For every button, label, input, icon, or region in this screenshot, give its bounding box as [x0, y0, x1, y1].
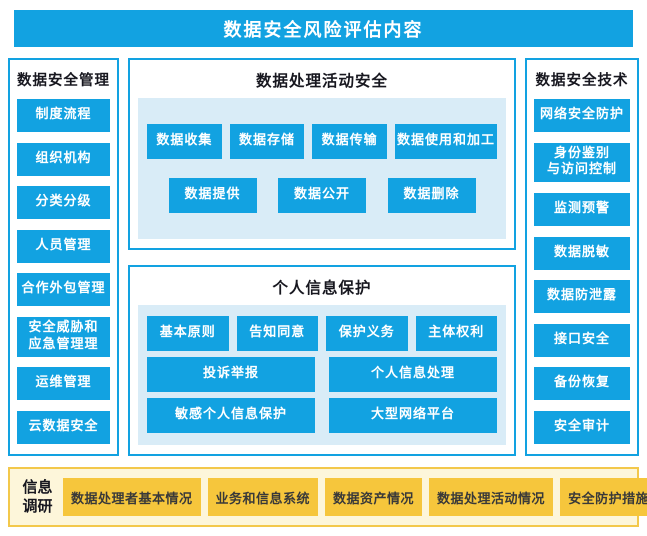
privacy-row-1: 基本原则 告知同意 保护义务 主体权利 — [144, 316, 500, 352]
right-panel-item: 数据防泄露 — [534, 280, 630, 314]
activity-item: 数据收集 — [147, 123, 222, 159]
left-panel-item: 运维管理 — [17, 367, 110, 401]
survey-item: 数据处理者基本情况 — [63, 478, 201, 516]
activity-item: 数据提供 — [168, 178, 257, 213]
activity-item: 数据使用和加工 — [394, 123, 497, 159]
right-panel-item: 监测预警 — [534, 192, 630, 226]
privacy-item: 保护义务 — [326, 316, 408, 352]
right-panel-title: 数据安全技术 — [535, 73, 629, 89]
privacy-item: 投诉举报 — [147, 357, 315, 393]
privacy-item: 告知同意 — [236, 316, 318, 352]
activity-item: 数据传输 — [312, 123, 387, 159]
privacy-item: 主体权利 — [415, 316, 497, 352]
left-panel-item: 人员管理 — [17, 229, 110, 263]
activity-panel-title: 数据处理活动安全 — [255, 72, 388, 90]
privacy-panel-body: 基本原则 告知同意 保护义务 主体权利 投诉举报 个人信息处理 敏感个人信息保护… — [138, 304, 506, 445]
diagram-title: 数据安全风险评估内容 — [223, 19, 424, 41]
activity-panel: 数据处理活动安全 数据收集 数据存储 数据传输 数据使用和加工 数据提供 数据公… — [128, 58, 516, 250]
left-panel-title: 数据安全管理 — [17, 73, 110, 89]
privacy-item: 基本原则 — [147, 316, 229, 352]
activity-row-2: 数据提供 数据公开 数据删除 — [144, 178, 500, 213]
right-panel-item: 接口安全 — [534, 323, 630, 357]
left-panel: 数据安全管理 制度流程 组织机构 分类分级 人员管理 合作外包管理 安全威胁和 … — [8, 58, 119, 456]
right-panel-item: 数据脱敏 — [534, 236, 630, 270]
diagram-body: 数据安全管理 制度流程 组织机构 分类分级 人员管理 合作外包管理 安全威胁和 … — [8, 58, 639, 456]
privacy-item: 个人信息处理 — [329, 357, 497, 393]
privacy-item: 大型网络平台 — [329, 398, 497, 434]
activity-item: 数据存储 — [229, 123, 305, 159]
right-panel-item: 备份恢复 — [534, 367, 630, 401]
left-panel-item: 合作外包管理 — [17, 273, 110, 307]
privacy-item: 敏感个人信息保护 — [147, 398, 315, 434]
left-panel-item: 安全威胁和 应急管理理 — [17, 316, 110, 357]
diagram-title-bar: 数据安全风险评估内容 — [14, 10, 633, 47]
survey-item: 业务和信息系统 — [207, 478, 319, 516]
right-panel-item: 身份鉴别 与访问控制 — [534, 142, 630, 183]
survey-item: 安全防护措施 — [560, 478, 647, 516]
privacy-row-2: 投诉举报 个人信息处理 — [144, 357, 500, 393]
right-panel-item: 安全审计 — [534, 410, 630, 444]
left-panel-item: 分类分级 — [17, 186, 110, 220]
right-panel-items: 网络安全防护 身份鉴别 与访问控制 监测预警 数据脱敏 数据防泄露 接口安全 备… — [527, 95, 637, 454]
survey-item: 数据处理活动情况 — [429, 478, 554, 516]
survey-panel-label: 信息 调研 — [22, 477, 53, 516]
survey-panel: 信息 调研 数据处理者基本情况 业务和信息系统 数据资产情况 数据处理活动情况 … — [8, 467, 647, 527]
activity-item: 数据删除 — [387, 178, 476, 213]
privacy-panel-title: 个人信息保护 — [272, 278, 372, 297]
left-panel-item: 制度流程 — [17, 99, 110, 132]
activity-row-1: 数据收集 数据存储 数据传输 数据使用和加工 — [144, 123, 500, 159]
middle-column: 数据处理活动安全 数据收集 数据存储 数据传输 数据使用和加工 数据提供 数据公… — [128, 58, 516, 456]
left-panel-item: 组织机构 — [17, 142, 110, 176]
right-panel: 数据安全技术 网络安全防护 身份鉴别 与访问控制 监测预警 数据脱敏 数据防泄露… — [525, 58, 639, 456]
activity-item: 数据公开 — [278, 178, 366, 213]
survey-item: 数据资产情况 — [325, 478, 423, 516]
right-panel-item: 网络安全防护 — [534, 99, 630, 132]
privacy-panel: 个人信息保护 基本原则 告知同意 保护义务 主体权利 投诉举报 个人信息处理 敏… — [128, 264, 516, 456]
privacy-row-3: 敏感个人信息保护 大型网络平台 — [144, 398, 500, 434]
left-panel-items: 制度流程 组织机构 分类分级 人员管理 合作外包管理 安全威胁和 应急管理理 运… — [10, 95, 117, 454]
left-panel-item: 云数据安全 — [17, 410, 110, 444]
activity-panel-body: 数据收集 数据存储 数据传输 数据使用和加工 数据提供 数据公开 数据删除 — [138, 98, 506, 239]
